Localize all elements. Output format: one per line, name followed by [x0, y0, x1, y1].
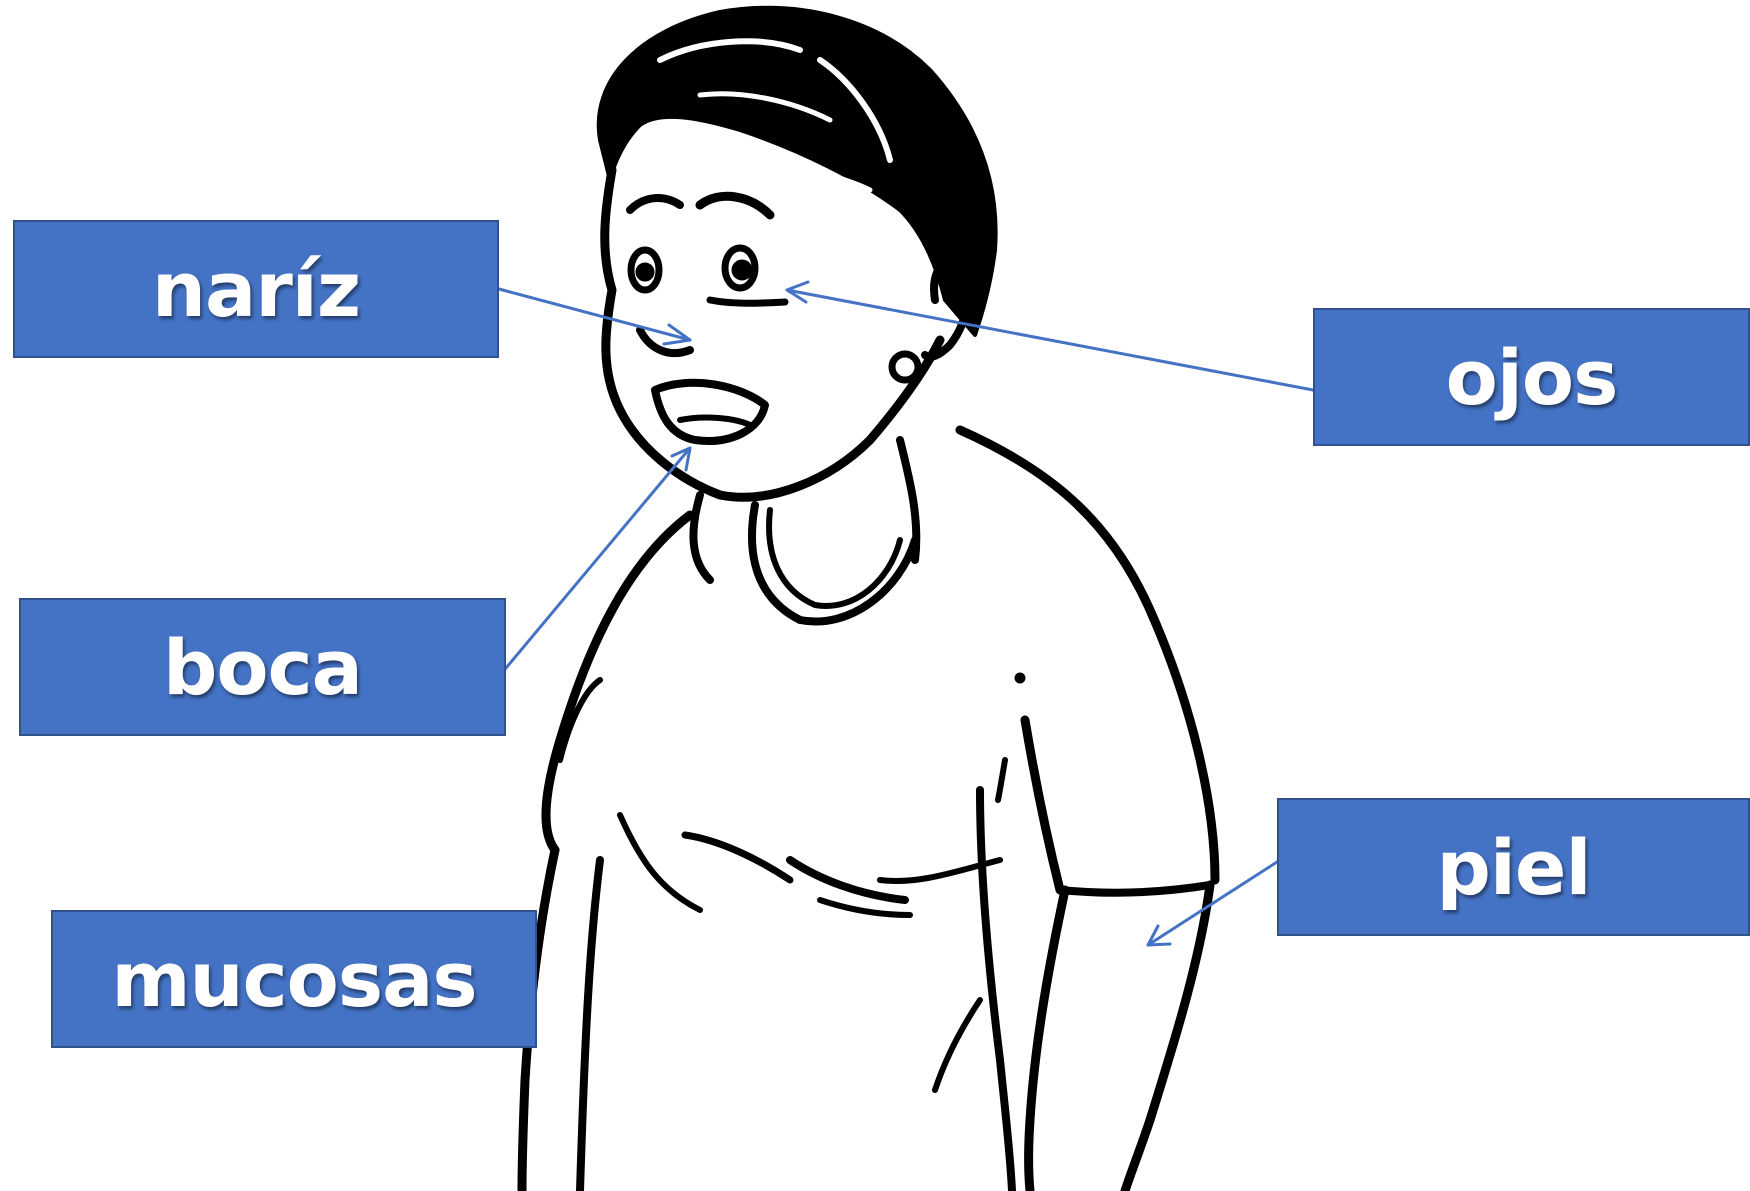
shoulder-left: [546, 515, 690, 850]
label-mucosas: mucosas: [51, 910, 537, 1048]
label-boca: boca: [19, 598, 506, 736]
label-nariz: naríz: [13, 220, 499, 358]
shoulder-right: [960, 430, 1215, 880]
mouth: [655, 383, 765, 441]
earring: [892, 354, 918, 380]
label-piel: piel: [1277, 798, 1750, 936]
arm-right-inner: [1029, 890, 1066, 1191]
label-boca-text: boca: [163, 623, 362, 712]
torso-left: [580, 860, 600, 1191]
label-piel-text: piel: [1436, 823, 1590, 912]
torso-fold: [1025, 720, 1060, 890]
label-ojos: ojos: [1313, 308, 1750, 446]
label-nariz-text: naríz: [152, 245, 360, 334]
label-mucosas-text: mucosas: [111, 935, 476, 1024]
sleeve-hem: [1060, 885, 1210, 893]
neck-left: [693, 495, 710, 580]
arrow-nariz: [499, 289, 690, 340]
face-outline: [605, 170, 940, 497]
label-ojos-text: ojos: [1446, 333, 1618, 422]
arrow-ojos: [787, 290, 1313, 390]
